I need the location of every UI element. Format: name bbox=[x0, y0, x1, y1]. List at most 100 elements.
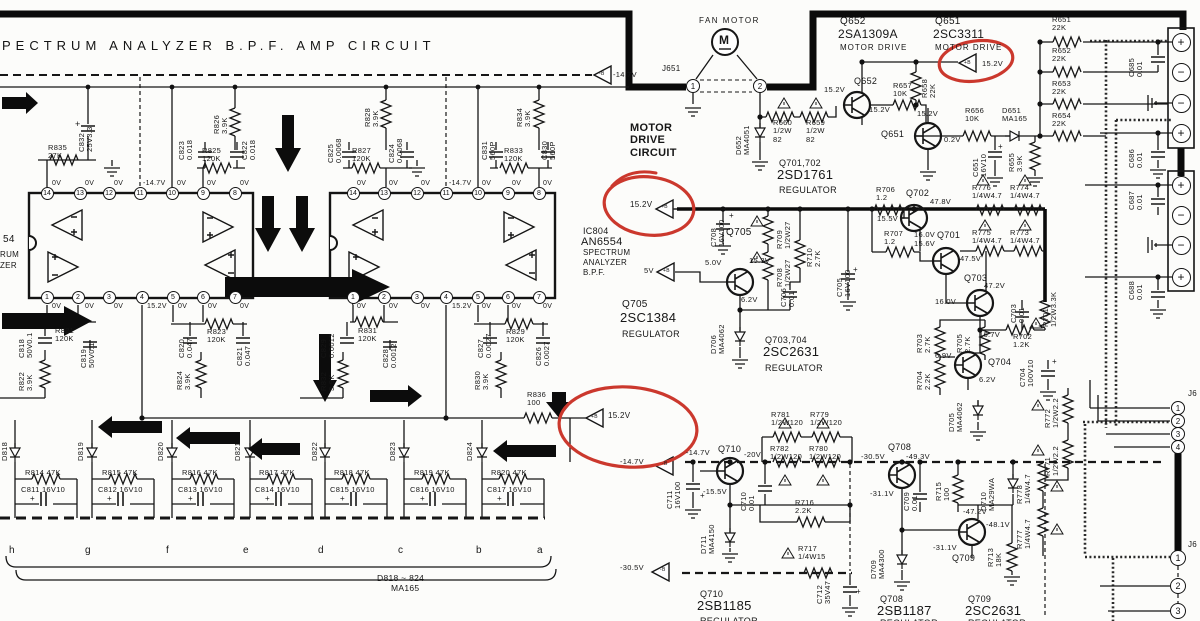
pin-number: 12 bbox=[102, 186, 116, 200]
schematic-label: 0V bbox=[421, 303, 431, 310]
schematic-label: C823 0.018 bbox=[177, 139, 195, 160]
schematic-label: + bbox=[998, 142, 1003, 151]
schematic-label: Q703 bbox=[964, 273, 988, 283]
pin-number: 1 bbox=[1170, 550, 1186, 566]
pin-number: 10 bbox=[471, 186, 485, 200]
schematic-label: 0V bbox=[52, 303, 62, 310]
schematic-label: R829 120K bbox=[506, 327, 526, 345]
terminal-polarity: − bbox=[1171, 93, 1191, 113]
schematic-label: R701 1/2W3.3K bbox=[1041, 291, 1059, 327]
schematic-label: 0V bbox=[114, 180, 124, 187]
schematic-label: R825 120K bbox=[202, 146, 222, 164]
schematic-label: + bbox=[75, 119, 81, 129]
terminal-polarity: + bbox=[1171, 32, 1191, 52]
schematic-label: -15.5V bbox=[703, 487, 727, 496]
schematic-label: R819 47K bbox=[414, 468, 450, 477]
schematic-label: C711 16V100 bbox=[665, 481, 683, 509]
schematic-label: Q652 bbox=[840, 16, 866, 27]
schematic-label: R830 3.9K bbox=[473, 370, 491, 390]
schematic-label: R708 1/2W27 bbox=[775, 259, 793, 287]
schematic-label: B.P.F. bbox=[583, 268, 606, 277]
schematic-label: 54 bbox=[3, 234, 15, 245]
schematic-label: + bbox=[856, 587, 861, 596]
schematic-label: 15.2V bbox=[630, 200, 653, 209]
pin-number: 1 bbox=[686, 79, 700, 93]
schematic-label: + bbox=[265, 494, 270, 503]
schematic-label: + bbox=[30, 494, 35, 503]
pin-number: 2 bbox=[753, 79, 767, 93]
pin-number: 9 bbox=[501, 186, 515, 200]
pin-number: 3 bbox=[1170, 603, 1186, 619]
schematic-label: 15.2V bbox=[608, 411, 631, 420]
schematic-label: 0V bbox=[482, 180, 492, 187]
schematic-label: 0V bbox=[85, 303, 95, 310]
schematic-label: D824 bbox=[465, 441, 474, 461]
schematic-label: 2SC1384 bbox=[620, 310, 677, 325]
pin-number: 14 bbox=[40, 186, 54, 200]
schematic-label: D652 MA4051 bbox=[734, 125, 752, 155]
pin-number: 6 bbox=[196, 290, 210, 304]
schematic-label: -B bbox=[662, 461, 668, 467]
schematic-label: ANALYZER bbox=[583, 258, 628, 267]
schematic-label: R657 10K bbox=[893, 81, 913, 99]
schematic-label: +B bbox=[591, 414, 598, 420]
schematic-label: R707 1.2 bbox=[884, 229, 904, 247]
schematic-label: C816 16V10 bbox=[410, 485, 455, 494]
schematic-label: + bbox=[420, 494, 425, 503]
schematic-label: 0V bbox=[208, 303, 218, 310]
schematic-label: R835 27K bbox=[48, 143, 68, 161]
schematic-label: C821 0.047 bbox=[235, 345, 253, 366]
schematic-label: -14.7V bbox=[686, 448, 710, 457]
pin-number: 1 bbox=[346, 290, 360, 304]
schematic-label: 0V bbox=[357, 180, 367, 187]
schematic-label: 15.2V bbox=[452, 303, 472, 310]
schematic-label: + bbox=[1052, 357, 1057, 366]
red-circle-annotation bbox=[557, 385, 699, 469]
schematic-label: 15.3V bbox=[749, 256, 771, 265]
schematic-label: R709 1/2W27 bbox=[775, 221, 793, 249]
schematic-label: R658 22K bbox=[920, 78, 938, 98]
schematic-label: ZER bbox=[0, 261, 17, 270]
schematic-label: 15.2V bbox=[917, 109, 939, 118]
schematic-label: R822 3.9K bbox=[17, 371, 35, 391]
schematic-label: Q702 bbox=[906, 188, 930, 198]
schematic-label: R776 1/4W4.7 bbox=[972, 183, 1003, 201]
output-terminal-blocks bbox=[1167, 27, 1195, 292]
schematic-label: Q703,704 bbox=[765, 335, 807, 345]
schematic-label: h bbox=[9, 545, 15, 556]
terminal-polarity: − bbox=[1171, 235, 1191, 255]
schematic-label: 6.2V bbox=[979, 375, 996, 384]
schematic-label: C687 0.01 bbox=[1127, 190, 1145, 210]
pin-number: 9 bbox=[196, 186, 210, 200]
schematic-label: REGULATOR bbox=[765, 363, 823, 373]
schematic-label: 5V bbox=[644, 266, 654, 275]
schematic-label: + bbox=[497, 494, 502, 503]
schematic-label: e bbox=[243, 545, 249, 556]
schematic-label: C686 0.01 bbox=[1127, 148, 1145, 168]
schematic-label: R651 22K bbox=[1052, 15, 1072, 33]
schematic-label: AN6554 bbox=[581, 236, 623, 248]
schematic-label: 0V bbox=[543, 303, 553, 310]
schematic-label: MOTOR DRIVE CIRCUIT bbox=[630, 122, 677, 159]
schematic-label: -20V bbox=[744, 450, 762, 459]
schematic-label: 15.2V bbox=[982, 59, 1004, 68]
schematic-label: C704 100V10 bbox=[1018, 359, 1036, 387]
schematic-label: R827 120K bbox=[352, 146, 372, 164]
schematic-label: C830 560P bbox=[540, 140, 558, 160]
schematic-label: C812 16V10 bbox=[98, 485, 143, 494]
red-circle-annotation bbox=[937, 38, 1015, 84]
terminal-polarity: + bbox=[1171, 123, 1191, 143]
schematic-label: -49.3V bbox=[906, 452, 930, 461]
pin-number: 2 bbox=[377, 290, 391, 304]
schematic-label: IC804 bbox=[583, 226, 609, 236]
schematic-label: 0V bbox=[512, 180, 522, 187]
schematic-label: + bbox=[107, 494, 112, 503]
schematic-label: C818 50V0.1 bbox=[17, 332, 35, 358]
schematic-label: R820 47K bbox=[491, 468, 527, 477]
schematic-label: 15.5V bbox=[877, 214, 899, 223]
schematic-label: C832 25V3.3 bbox=[77, 126, 95, 152]
pin-number: 13 bbox=[377, 186, 391, 200]
schematic-label: R815 47K bbox=[102, 468, 138, 477]
schematic-label: 15.2V bbox=[869, 105, 891, 114]
schematic-label: +B bbox=[663, 268, 670, 274]
